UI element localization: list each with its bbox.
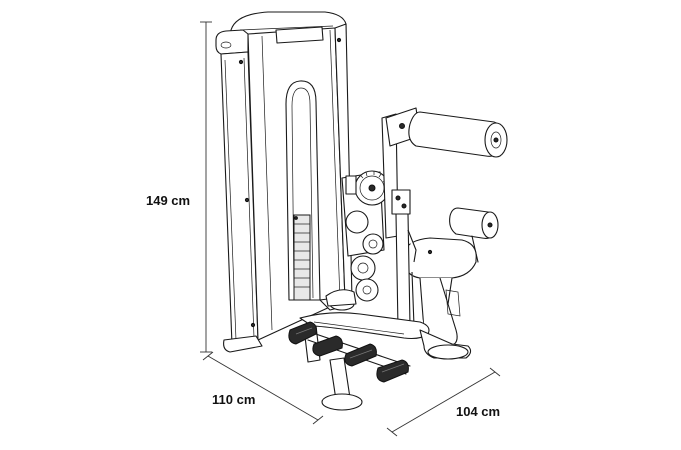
- height-label: 149 cm: [146, 193, 191, 208]
- width-label: 104 cm: [456, 404, 501, 419]
- width-dimension-line: [386, 367, 501, 437]
- pivot-pad: [325, 289, 357, 307]
- cam-assembly: [341, 170, 390, 302]
- height-dimension-line: [200, 21, 212, 353]
- depth-label: 110 cm: [212, 392, 256, 407]
- upper-roller-pad: [408, 111, 508, 158]
- foot-rollers: [288, 321, 409, 383]
- seat: [403, 237, 477, 347]
- lower-roller-pad: [449, 207, 499, 263]
- depth-dimension-line: [202, 351, 324, 425]
- upper-lever-arm: [381, 107, 421, 239]
- weight-plates: [293, 214, 311, 301]
